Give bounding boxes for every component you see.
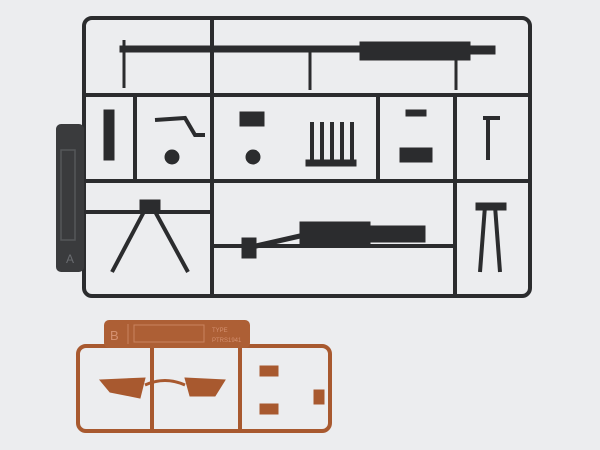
sprue-a-parts	[103, 40, 507, 273]
sprue-b-tag: B TYPE PTRS1941	[104, 320, 250, 348]
sprue-a-letter: A	[66, 252, 74, 266]
sprue-b-parts	[98, 365, 325, 415]
sprue-b-letter: B	[110, 328, 119, 343]
sprue-b-model-label: PTRS1941	[212, 338, 242, 344]
sprue-a-tag: A	[56, 124, 84, 272]
sprue-b-type-label: TYPE	[212, 328, 228, 334]
